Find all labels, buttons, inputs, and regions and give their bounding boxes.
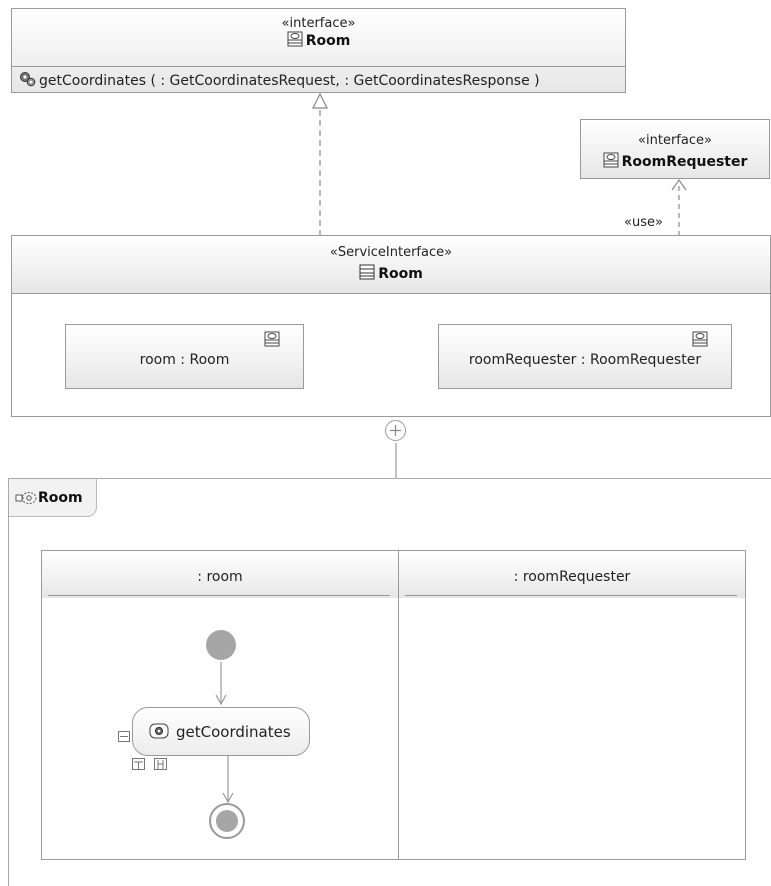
interface-roomrequester-box[interactable]: «interface» RoomRequester (580, 119, 770, 179)
partition-header-room (42, 551, 398, 598)
call-operation-icon (149, 723, 169, 743)
collaboration-icon (15, 490, 37, 509)
interface-icon (287, 31, 303, 52)
output-pin-icon-1[interactable] (132, 758, 145, 770)
part-room-label: room : Room (139, 352, 230, 368)
service-interface-stereotype: «ServiceInterface» (329, 245, 453, 260)
action-label: getCoordinates (176, 723, 291, 741)
flow-layer (215, 662, 234, 804)
part-roomrequester[interactable]: roomRequester : RoomRequester (438, 324, 732, 389)
partition-header-roomrequester (399, 551, 745, 598)
interface-room-name: Room (305, 33, 351, 49)
part-room[interactable]: room : Room (65, 324, 304, 389)
use-label: «use» (624, 215, 663, 230)
action-getcoordinates[interactable]: getCoordinates (132, 707, 310, 756)
interface-room-operation[interactable]: getCoordinates ( : GetCoordinatesRequest… (39, 73, 540, 89)
activity-frame[interactable]: Room : room : roomRequester getCoordinat… (8, 478, 771, 886)
lane-roomrequester-label[interactable]: : roomRequester (513, 569, 631, 585)
service-interface-name: Room (378, 266, 423, 282)
lane-room-label[interactable]: : room (197, 569, 243, 585)
interface-icon (692, 331, 708, 351)
interface-room-stereotype: «interface» (281, 16, 356, 31)
use-dependency-arrowhead (671, 178, 687, 191)
activity-name: Room (38, 490, 83, 506)
class-icon (359, 264, 375, 285)
interface-icon (264, 331, 280, 351)
part-roomrequester-label: roomRequester : RoomRequester (468, 352, 702, 368)
interface-room-box[interactable]: «interface» Room getCoordinates ( : GetC… (11, 8, 626, 93)
partition-container: : room : roomRequester getCoordinates (41, 550, 746, 860)
initial-node[interactable] (206, 630, 236, 660)
control-flow-1-arrowhead (215, 694, 227, 706)
service-interface-box[interactable]: «ServiceInterface» Room room : Room room… (11, 235, 771, 417)
activity-frame-tab: Room (9, 479, 97, 517)
containment-plus-icon[interactable] (385, 420, 406, 441)
operation-gear-icon (19, 71, 36, 91)
realization-arrowhead (312, 92, 328, 109)
input-pin-icon[interactable] (118, 731, 130, 742)
interface-roomrequester-name: RoomRequester (621, 154, 748, 170)
interface-roomrequester-stereotype: «interface» (638, 133, 712, 148)
activity-final-node[interactable] (209, 803, 245, 839)
interface-icon (603, 152, 619, 173)
output-pin-icon-2[interactable] (154, 758, 167, 770)
control-flow-2-arrowhead (222, 792, 234, 804)
